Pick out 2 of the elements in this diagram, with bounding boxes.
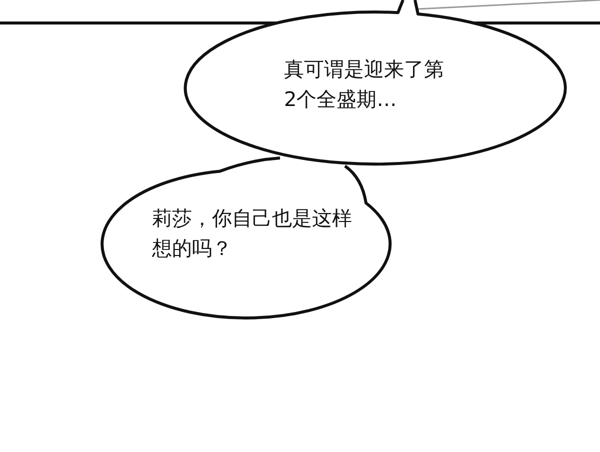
speech-text: 莉莎，你自己也是这样想的吗？ [152, 205, 353, 262]
speech-text: 真可谓是迎来了第2个全盛期… [284, 56, 445, 113]
